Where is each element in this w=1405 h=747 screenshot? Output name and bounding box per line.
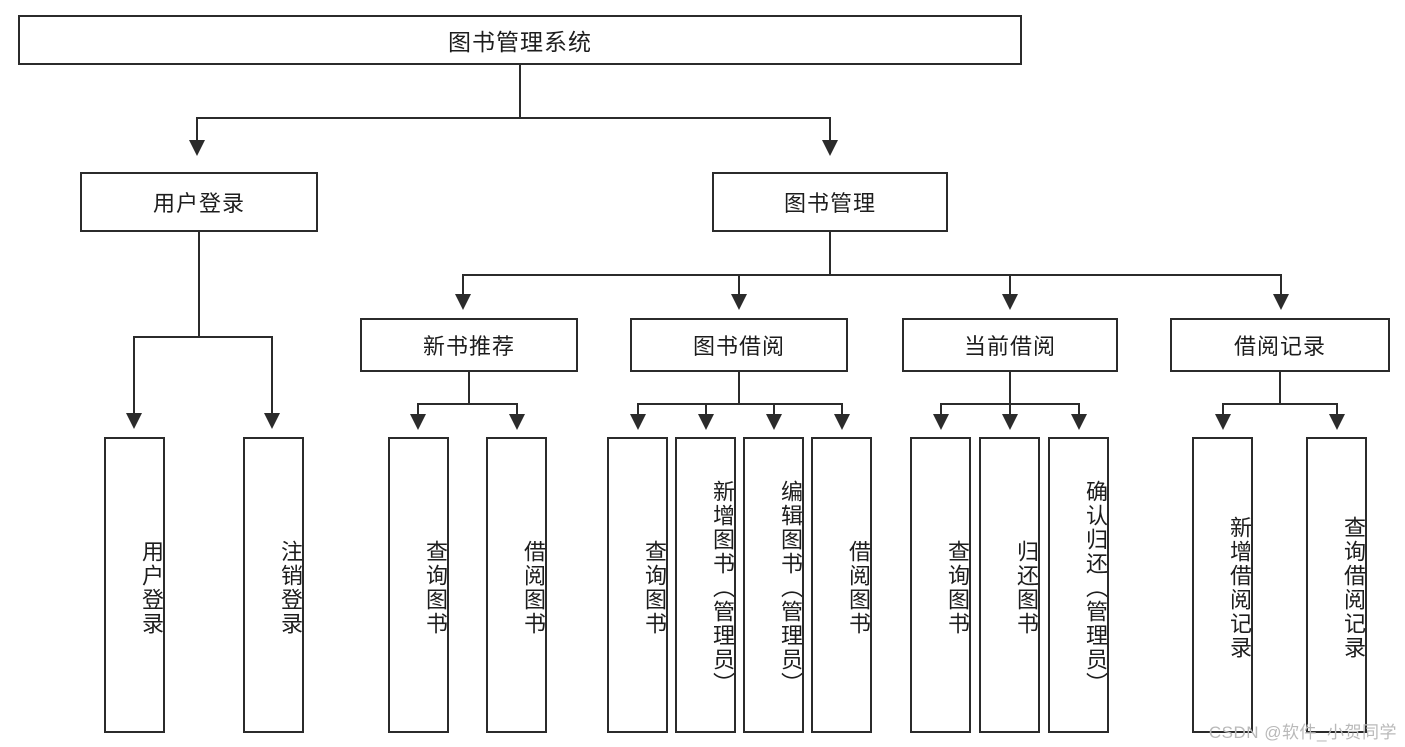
arrow-to-new-book-recommend (455, 294, 471, 310)
arrow-to-logout-leaf (264, 413, 280, 429)
arrow-to-borrowrecord-leaf-1 (1215, 414, 1231, 430)
node-label: 借阅图书 (521, 540, 546, 636)
connector-borrowrecord-drop-2 (1336, 403, 1338, 416)
connector-borrowrecord-bus (1222, 403, 1338, 405)
node-label: 借阅记录 (1233, 334, 1326, 359)
connector-root-to-userlogin (196, 117, 198, 142)
arrow-to-currentborrow-leaf-2 (1002, 414, 1018, 430)
node-label: 用户登录 (152, 191, 245, 216)
connector-bookmgmt-bus (462, 274, 1280, 276)
leaf-query-book-current[interactable]: 查询图书 (910, 437, 971, 733)
connector-root-to-bookmgmt (829, 117, 831, 142)
node-user-login[interactable]: 用户登录 (80, 172, 318, 232)
node-label: 当前借阅 (963, 334, 1056, 359)
node-label: 查询图书 (642, 540, 667, 636)
node-current-borrow[interactable]: 当前借阅 (902, 318, 1118, 372)
connector-root-bus (196, 117, 830, 119)
connector-bookmgmt-drop-1 (462, 274, 464, 296)
arrow-to-bookborrow-leaf-2 (698, 414, 714, 430)
connector-currentborrow-drop-1 (940, 403, 942, 416)
connector-currentborrow-stem (1009, 372, 1011, 404)
node-label: 查询借阅记录 (1341, 516, 1366, 660)
connector-userlogin-drop-1 (133, 336, 135, 415)
node-borrow-record[interactable]: 借阅记录 (1170, 318, 1390, 372)
connector-bookborrow-drop-3 (773, 403, 775, 416)
connector-newbook-stem (468, 372, 470, 404)
leaf-edit-book-admin[interactable]: 编辑图书（管理员） (743, 437, 804, 733)
arrow-to-bookborrow-leaf-3 (766, 414, 782, 430)
node-label: 归还图书 (1014, 540, 1039, 636)
arrow-to-current-borrow (1002, 294, 1018, 310)
connector-root-stem (519, 65, 521, 117)
connector-bookborrow-stem (738, 372, 740, 404)
connector-bookborrow-drop-4 (841, 403, 843, 416)
connector-userlogin-drop-2 (271, 336, 273, 415)
connector-newbook-bus (417, 403, 518, 405)
node-label: 图书借阅 (692, 334, 785, 359)
connector-borrowrecord-stem (1279, 372, 1281, 404)
arrow-to-currentborrow-leaf-1 (933, 414, 949, 430)
leaf-query-borrow-record[interactable]: 查询借阅记录 (1306, 437, 1367, 733)
leaf-confirm-return-admin[interactable]: 确认归还（管理员） (1048, 437, 1109, 733)
leaf-query-book-borrow[interactable]: 查询图书 (607, 437, 668, 733)
node-label: 注销登录 (278, 540, 303, 636)
node-label: 图书管理系统 (448, 29, 592, 55)
arrow-to-newbook-leaf-1 (410, 414, 426, 430)
arrow-to-userlogin (189, 140, 205, 156)
node-label: 查询图书 (945, 540, 970, 636)
connector-bookborrow-drop-2 (705, 403, 707, 416)
arrow-to-borrowrecord-leaf-2 (1329, 414, 1345, 430)
node-book-borrow[interactable]: 图书借阅 (630, 318, 848, 372)
leaf-user-login[interactable]: 用户登录 (104, 437, 165, 733)
connector-bookmgmt-drop-2 (738, 274, 740, 296)
node-label: 确认归还（管理员） (1083, 480, 1108, 696)
node-label: 新增借阅记录 (1227, 516, 1252, 660)
connector-bookmgmt-drop-4 (1280, 274, 1282, 296)
arrow-to-book-borrow (731, 294, 747, 310)
leaf-add-book-admin[interactable]: 新增图书（管理员） (675, 437, 736, 733)
connector-newbook-drop-2 (516, 403, 518, 416)
arrow-to-newbook-leaf-2 (509, 414, 525, 430)
connector-bookborrow-bus (637, 403, 842, 405)
arrow-to-currentborrow-leaf-3 (1071, 414, 1087, 430)
connector-bookborrow-drop-1 (637, 403, 639, 416)
node-book-management[interactable]: 图书管理 (712, 172, 948, 232)
node-label: 新增图书（管理员） (710, 480, 735, 696)
leaf-borrow-book-recommend[interactable]: 借阅图书 (486, 437, 547, 733)
connector-bookmgmt-drop-3 (1009, 274, 1011, 296)
connector-bookmgmt-stem (829, 232, 831, 275)
arrow-to-bookmgmt (822, 140, 838, 156)
node-label: 查询图书 (423, 540, 448, 636)
node-label: 用户登录 (139, 540, 164, 636)
leaf-borrow-book[interactable]: 借阅图书 (811, 437, 872, 733)
leaf-query-book-recommend[interactable]: 查询图书 (388, 437, 449, 733)
node-label: 编辑图书（管理员） (778, 480, 803, 696)
node-label: 新书推荐 (422, 334, 515, 359)
node-label: 借阅图书 (846, 540, 871, 636)
connector-currentborrow-drop-2 (1009, 403, 1011, 416)
arrow-to-borrow-record (1273, 294, 1289, 310)
leaf-add-borrow-record[interactable]: 新增借阅记录 (1192, 437, 1253, 733)
connector-userlogin-stem (198, 232, 200, 337)
connector-currentborrow-drop-3 (1078, 403, 1080, 416)
leaf-logout[interactable]: 注销登录 (243, 437, 304, 733)
node-new-book-recommend[interactable]: 新书推荐 (360, 318, 578, 372)
connector-newbook-drop-1 (417, 403, 419, 416)
arrow-to-user-login-leaf (126, 413, 142, 429)
arrow-to-bookborrow-leaf-1 (630, 414, 646, 430)
node-label: 图书管理 (783, 191, 876, 216)
connector-borrowrecord-drop-1 (1222, 403, 1224, 416)
node-root-system[interactable]: 图书管理系统 (18, 15, 1022, 65)
leaf-return-book[interactable]: 归还图书 (979, 437, 1040, 733)
arrow-to-bookborrow-leaf-4 (834, 414, 850, 430)
connector-userlogin-bus (133, 336, 272, 338)
